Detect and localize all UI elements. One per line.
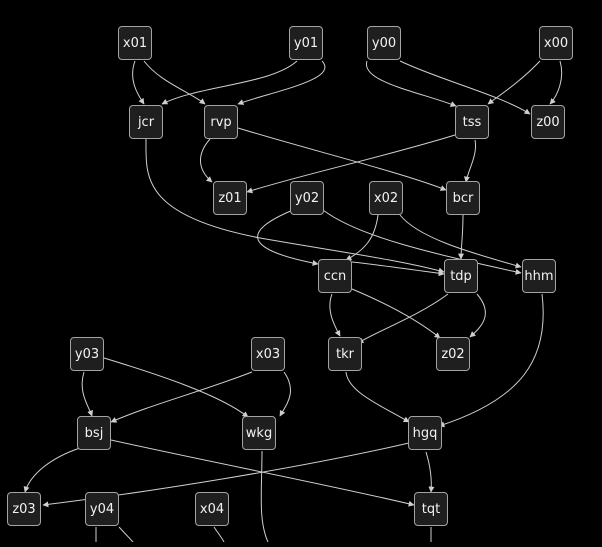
node-z02: z02 <box>436 337 470 371</box>
edge-bcr-tdp <box>458 214 465 260</box>
edge-ccn-z02 <box>351 288 441 339</box>
edge-x03-wkg <box>279 371 291 417</box>
edge-bsj-z03 <box>23 447 81 493</box>
node-z03: z03 <box>7 492 41 526</box>
edge-y01-jcr <box>161 60 298 105</box>
edge-x04-out <box>213 526 225 543</box>
edge-tss-z01 <box>246 134 456 194</box>
edge-ccn-tdp <box>351 261 445 277</box>
edge-rvp-z01 <box>200 138 213 183</box>
edge-x00-tss <box>487 60 541 105</box>
edge-x01-jcr <box>132 60 145 105</box>
edge-x03-bsj <box>110 371 253 423</box>
node-x03: x03 <box>251 337 285 371</box>
edge-y00-tss <box>366 60 457 107</box>
node-x00: x00 <box>539 26 573 60</box>
edge-hgq-tqt <box>425 451 435 493</box>
edge-y02-ccn <box>257 209 319 266</box>
edge-y02-hhm <box>322 209 522 275</box>
edge-bsj-tqt <box>110 439 415 507</box>
node-hgq: hgq <box>408 416 442 450</box>
edge-y01-rvp <box>237 60 326 105</box>
node-rvp: rvp <box>204 105 238 139</box>
node-jcr: jcr <box>129 105 163 139</box>
edge-hhm-hgq <box>438 293 544 428</box>
node-y01: y01 <box>289 26 323 60</box>
edge-y00-z00 <box>399 60 531 115</box>
node-hhm: hhm <box>522 259 556 293</box>
edge-tdp-z02 <box>469 293 486 338</box>
node-ccn: ccn <box>318 259 352 293</box>
edge-ccn-tkr <box>329 293 341 337</box>
edge-tkr-hgq <box>345 371 410 423</box>
edge-y03-wkg <box>103 357 249 418</box>
node-tss: tss <box>455 105 489 139</box>
edge-x01-rvp <box>143 60 206 105</box>
node-y02: y02 <box>290 181 324 215</box>
node-tdp: tdp <box>444 259 478 293</box>
node-tkr: tkr <box>328 337 362 371</box>
edge-x00-z00 <box>549 60 563 105</box>
node-z01: z01 <box>213 181 247 215</box>
node-y00: y00 <box>367 26 401 60</box>
edge-rvp-bcr <box>237 127 447 191</box>
edge-tdp-tkr <box>357 293 449 344</box>
edge-x02-hhm <box>399 214 522 269</box>
node-bsj: bsj <box>77 416 111 450</box>
edge-jcr-tdp <box>145 138 445 274</box>
node-x01: x01 <box>118 26 152 60</box>
node-tqt: tqt <box>414 492 448 526</box>
node-z00: z00 <box>531 105 565 139</box>
node-x04: x04 <box>195 492 229 526</box>
node-y03: y03 <box>70 337 104 371</box>
node-wkg: wkg <box>242 416 276 450</box>
edge-x02-ccn <box>345 214 379 261</box>
node-x02: x02 <box>369 181 403 215</box>
edge-wkg-out <box>260 450 269 543</box>
edge-tss-bcr <box>463 139 477 183</box>
edge-y03-bsj <box>81 371 93 417</box>
node-y04: y04 <box>85 492 119 526</box>
edge-y04-out-b <box>118 526 134 543</box>
node-bcr: bcr <box>446 181 480 215</box>
